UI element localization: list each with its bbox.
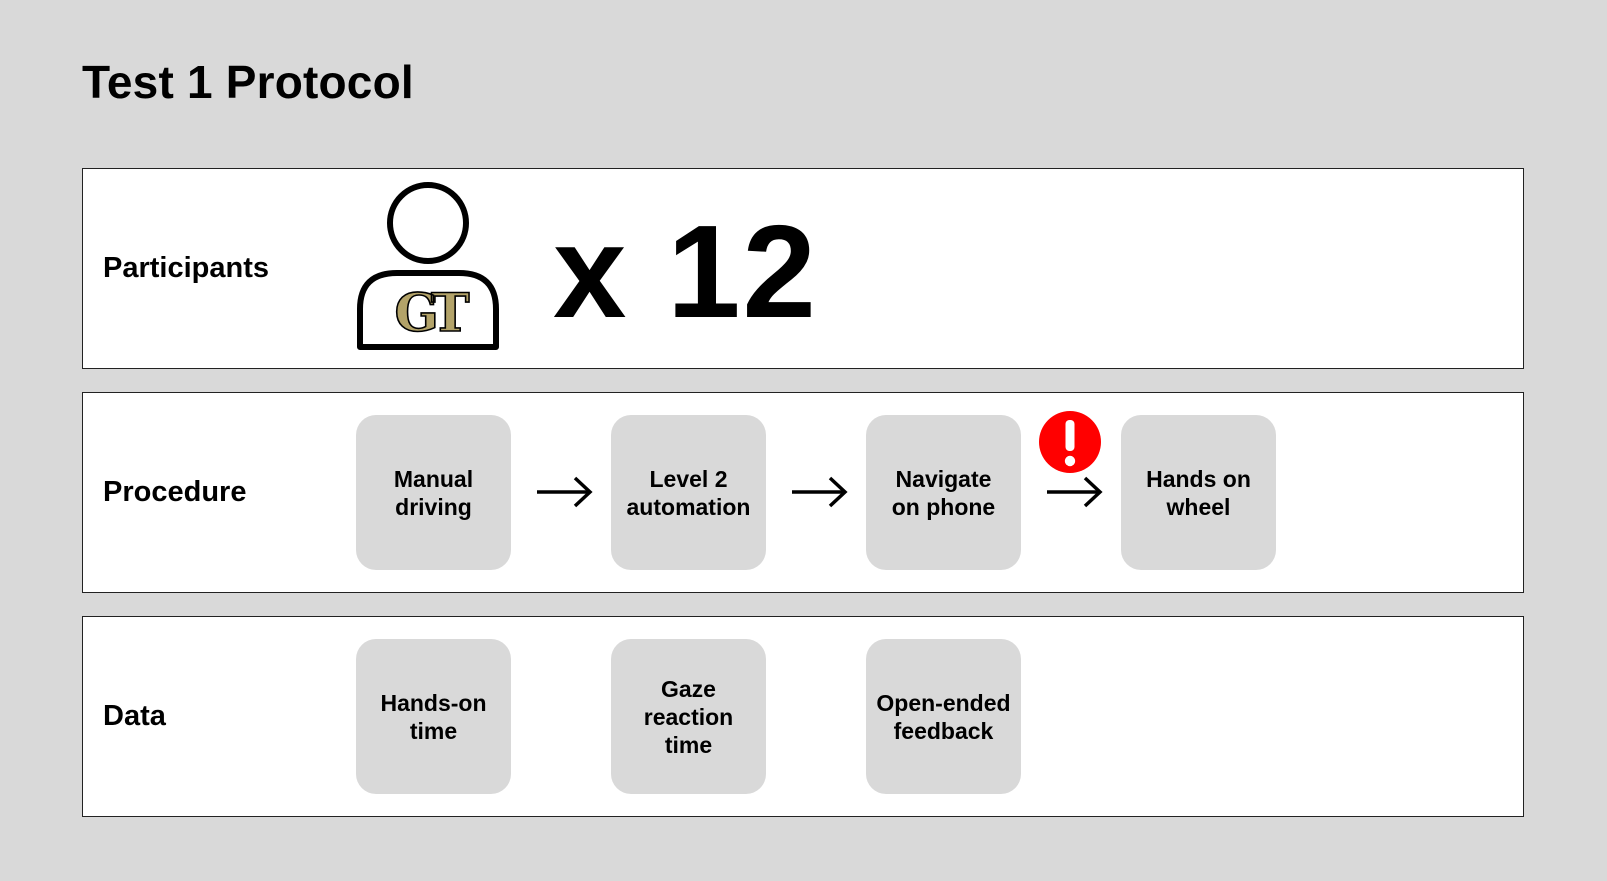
arrow-right-icon	[1047, 476, 1103, 508]
data-item-gaze-reaction-time: Gaze reaction time	[611, 639, 766, 794]
gt-logo: GT	[394, 283, 469, 344]
procedure-section: Procedure Manual driving Level 2 automat…	[82, 392, 1524, 593]
procedure-step-navigate-on-phone: Navigate on phone	[866, 415, 1021, 570]
procedure-step-label: Manual driving	[393, 465, 474, 520]
data-section: Data Hands-on time Gaze reaction time Op…	[82, 616, 1524, 817]
arrow-right-icon	[537, 476, 593, 508]
data-item-label: Hands-on time	[380, 689, 487, 744]
person-gt-icon: GT	[357, 182, 499, 350]
participant-count: x 12	[553, 198, 818, 345]
data-item-hands-on-time: Hands-on time	[356, 639, 511, 794]
data-item-label: Gaze reaction time	[643, 675, 734, 758]
data-item-open-ended-feedback: Open-ended feedback	[866, 639, 1021, 794]
procedure-step-label: Navigate on phone	[891, 465, 996, 520]
procedure-step-hands-on-wheel: Hands on wheel	[1121, 415, 1276, 570]
procedure-step-label: Hands on wheel	[1146, 465, 1251, 520]
participants-section: Participants GT x 12	[82, 168, 1524, 369]
procedure-label: Procedure	[103, 476, 247, 508]
procedure-step-manual-driving: Manual driving	[356, 415, 511, 570]
procedure-step-level-2-automation: Level 2 automation	[611, 415, 766, 570]
data-item-label: Open-ended feedback	[876, 689, 1011, 744]
arrow-right-icon	[792, 476, 848, 508]
exclamation-alert-icon	[1039, 411, 1101, 473]
procedure-step-label: Level 2 automation	[626, 465, 751, 520]
page-title: Test 1 Protocol	[82, 56, 414, 108]
data-label: Data	[103, 700, 166, 732]
participants-label: Participants	[103, 252, 269, 284]
